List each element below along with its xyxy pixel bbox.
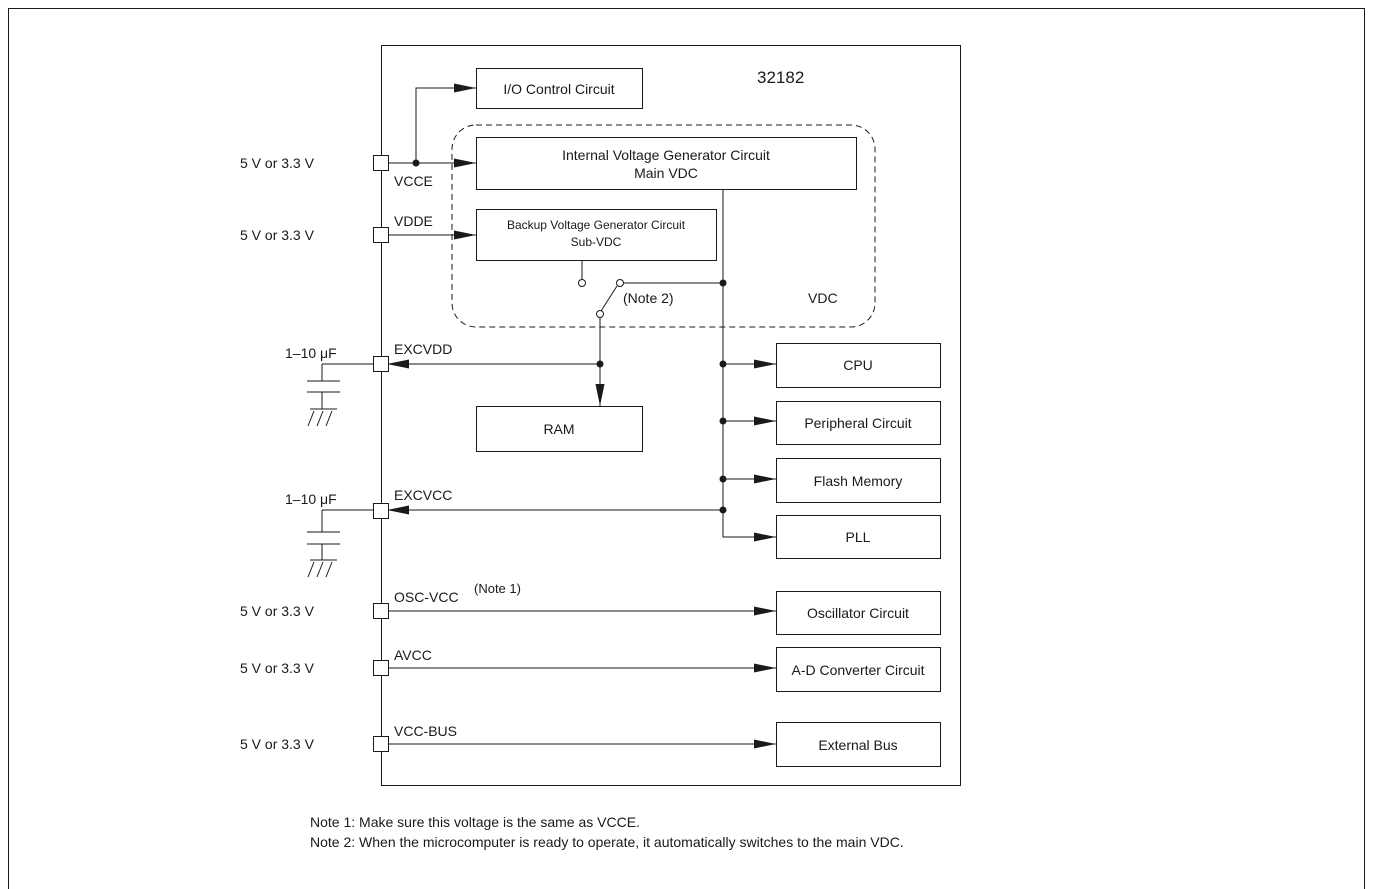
switch-blade <box>600 285 618 312</box>
vcce-to-io-wire <box>415 83 476 163</box>
pin-label-osc-vcc-note: (Note 1) <box>474 581 521 596</box>
pin-label-vcc-bus: VCC-BUS <box>394 723 457 739</box>
flash-box <box>776 458 941 503</box>
main-vdc-label-line1: Internal Voltage Generator Circuit <box>562 147 770 163</box>
pin-label-excvdd: EXCVDD <box>394 341 452 357</box>
footnote-1: Note 1: Make sure this voltage is the sa… <box>310 814 640 830</box>
switch-note: (Note 2) <box>623 290 674 306</box>
vcce-junction <box>412 159 420 167</box>
switch-common <box>596 310 604 318</box>
pin-vdde <box>373 227 389 243</box>
supply-label-avcc: 5 V or 3.3 V <box>240 660 315 676</box>
pin-vcc-bus <box>373 736 389 752</box>
pin-osc-vcc <box>373 603 389 619</box>
flash-label: Flash Memory <box>814 473 903 489</box>
cpu-label: CPU <box>843 357 873 373</box>
excvcc-capacitor <box>307 509 375 578</box>
sub-vdc-box <box>476 209 717 261</box>
main-vdc-box <box>476 137 857 190</box>
supply-label-vdde: 5 V or 3.3 V <box>240 227 315 243</box>
pll-label: PLL <box>846 529 871 545</box>
bus-junction-switch <box>719 279 727 287</box>
footnote-2: Note 2: When the microcomputer is ready … <box>310 834 904 850</box>
cpu-box <box>776 343 941 388</box>
pll-wire <box>722 510 776 542</box>
pll-box <box>776 515 941 559</box>
pin-label-excvcc: EXCVCC <box>394 487 452 503</box>
ram-label: RAM <box>543 421 574 437</box>
ram-box <box>476 406 643 452</box>
cap-label-excvdd: 1–10 μF <box>285 345 337 361</box>
pin-excvdd <box>373 356 389 372</box>
sub-vdc-label-line1: Backup Voltage Generator Circuit <box>507 218 686 232</box>
chip-outline <box>381 45 961 786</box>
excvdd-capacitor <box>307 363 375 427</box>
vdc-region <box>451 124 876 328</box>
io-control-box <box>476 68 643 109</box>
peripheral-label: Peripheral Circuit <box>804 415 911 431</box>
supply-label-osc-vcc: 5 V or 3.3 V <box>240 603 315 619</box>
pin-excvcc <box>373 503 389 519</box>
adc-label: A-D Converter Circuit <box>791 662 924 678</box>
vdc-region-label: VDC <box>808 290 838 306</box>
io-control-label: I/O Control Circuit <box>503 81 614 97</box>
sub-vdc-contact <box>578 279 586 287</box>
oscillator-label: Oscillator Circuit <box>807 605 909 621</box>
supply-label-vcc-bus: 5 V or 3.3 V <box>240 736 315 752</box>
chip-label: 32182 <box>757 68 804 87</box>
peripheral-box <box>776 401 941 445</box>
sub-vdc-label-line2: Sub-VDC <box>571 235 622 249</box>
pin-label-osc-vcc: OSC-VCC <box>394 589 459 605</box>
pin-label-vcce: VCCE <box>394 173 433 189</box>
pin-label-vdde: VDDE <box>394 213 433 229</box>
pin-avcc <box>373 660 389 676</box>
pin-label-avcc: AVCC <box>394 647 432 663</box>
supply-label-vcce: 5 V or 3.3 V <box>240 155 315 171</box>
pin-vcce <box>373 155 389 171</box>
main-vdc-contact <box>616 279 624 287</box>
page-frame <box>8 8 1365 889</box>
external-bus-box <box>776 722 941 767</box>
external-bus-label: External Bus <box>818 737 897 753</box>
cap-label-excvcc: 1–10 μF <box>285 491 337 507</box>
oscillator-box <box>776 591 941 635</box>
main-vdc-label-line2: Main VDC <box>634 165 698 181</box>
adc-box <box>776 647 941 692</box>
footnotes: Note 1: Make sure this voltage is the sa… <box>310 812 904 852</box>
